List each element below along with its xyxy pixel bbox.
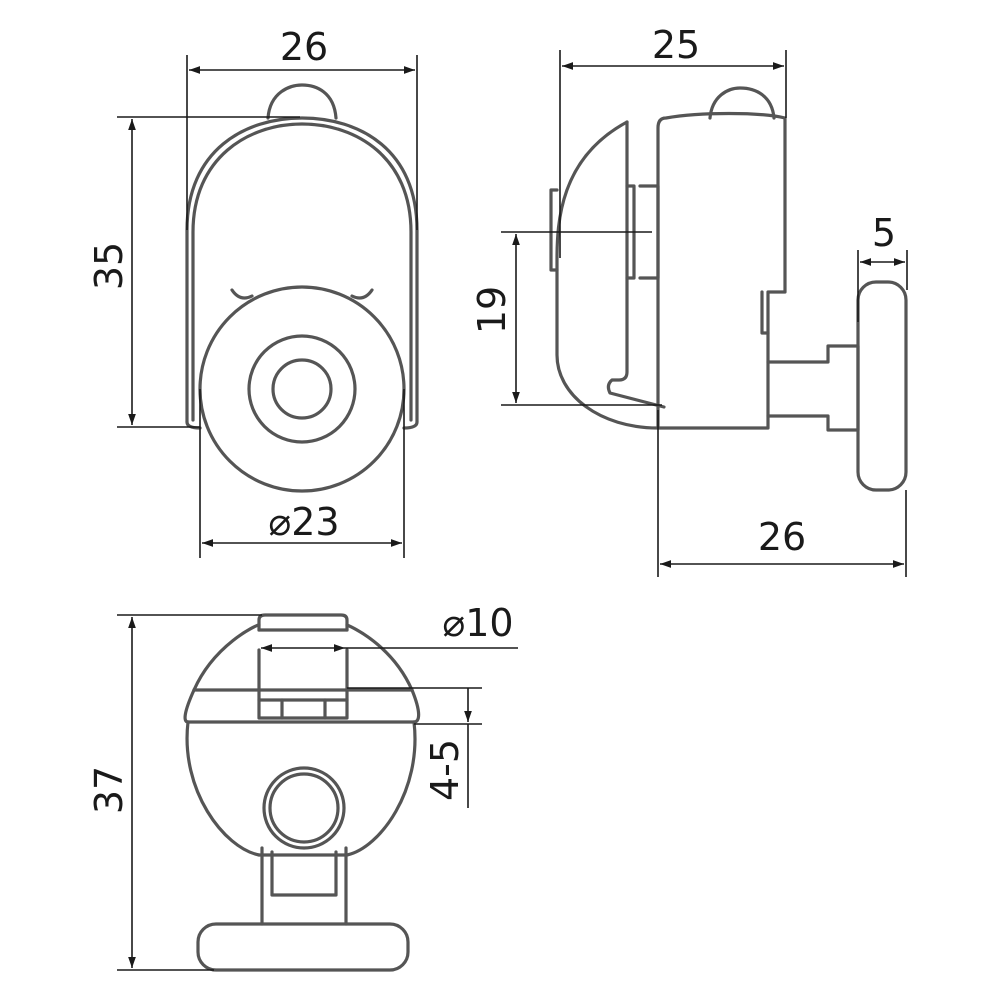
side-dimensions: 25 19 5 26 [470,23,908,577]
bottom-stem-diameter-label: ⌀10 [442,601,513,645]
bottom-dimensions: 37 ⌀10 4-5 [87,601,518,971]
side-view [549,86,908,492]
front-width-label: 26 [280,25,328,69]
front-wheel-hub [247,334,357,444]
bottom-view [183,613,421,972]
front-view [185,83,419,493]
front-wheel-diameter-label: ⌀23 [268,500,339,544]
bottom-stem-circle [262,766,346,850]
front-wheel-bore [271,358,333,420]
side-width-label: 25 [652,23,700,67]
bottom-gap-label: 4-5 [423,739,467,801]
front-wheel [198,285,406,493]
side-knob-thickness-label: 5 [872,211,896,255]
front-height-label: 35 [87,242,131,290]
bottom-height-label: 37 [87,766,131,814]
side-axle-height-label: 19 [470,286,514,334]
front-dimensions: 26 35 ⌀23 [87,25,418,558]
side-knob [856,280,908,492]
bottom-base-plate [196,922,410,972]
side-depth-label: 26 [758,515,806,559]
